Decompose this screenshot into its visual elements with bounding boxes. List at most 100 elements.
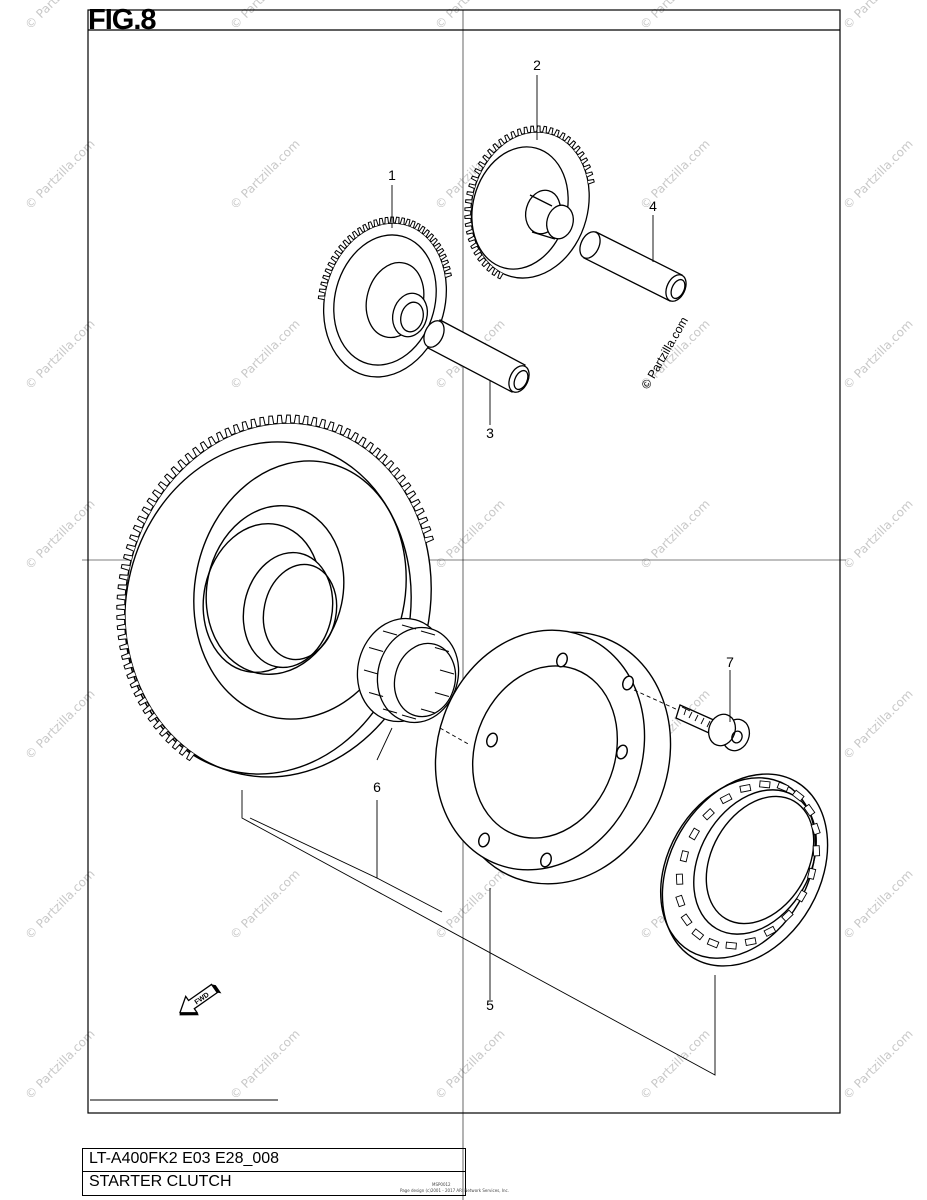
needle-roller <box>434 647 450 652</box>
callout-5: 5 <box>486 997 494 1013</box>
needle-roller <box>420 708 436 714</box>
gear-tooth <box>178 745 188 756</box>
gear-tooth <box>152 720 163 730</box>
clutch-roller <box>691 928 705 941</box>
gear-tooth <box>327 261 335 269</box>
watermark-text: © Partzilla.com <box>227 0 302 32</box>
clutch-roller <box>776 781 790 793</box>
callout-2: 2 <box>533 57 541 73</box>
gear-tooth <box>418 225 426 234</box>
gear-tooth <box>424 535 435 544</box>
clutch-roller <box>795 889 808 903</box>
gear-tooth <box>409 220 416 228</box>
gear-tooth <box>171 740 182 750</box>
gear-tooth <box>580 157 589 165</box>
needle-roller <box>401 624 417 630</box>
needle-roller <box>434 692 450 697</box>
gear-tooth <box>436 247 445 255</box>
assembly-name: STARTER CLUTCH <box>89 1173 232 1190</box>
gear-tooth <box>207 435 217 446</box>
large-gear <box>116 414 435 778</box>
gear-tooth <box>126 671 137 680</box>
gear-tooth <box>384 459 395 470</box>
assembly-leaders <box>241 727 716 1076</box>
clutch-roller <box>739 783 752 793</box>
needle-roller <box>401 714 417 720</box>
watermark-text: © Partzilla.com <box>637 1027 712 1102</box>
gear-tooth <box>346 234 355 243</box>
bolt-leader <box>633 689 679 711</box>
watermark-text: © Partzilla.com <box>227 867 302 942</box>
watermark-text: © Partzilla.com <box>22 1027 97 1102</box>
gear-tooth <box>410 498 421 508</box>
watermark-text: © Partzilla.com <box>840 497 915 572</box>
watermark-text: © Partzilla.com <box>22 317 97 392</box>
clutch-roller <box>763 925 777 937</box>
gear-tooth <box>443 265 451 272</box>
gear-tooth <box>310 416 318 427</box>
gear-tooth <box>433 242 442 250</box>
gear-tooth <box>199 441 209 451</box>
clutch-roller <box>803 803 816 817</box>
gear-tooth <box>116 594 126 601</box>
shaft-part-3 <box>423 319 530 393</box>
gear-tooth <box>542 125 548 133</box>
gear-tooth <box>390 466 401 477</box>
watermark-text: © Partzilla.com <box>227 137 302 212</box>
gear-tooth <box>177 459 187 469</box>
callout-3: 3 <box>486 425 494 441</box>
watermark-text: © Partzilla.com <box>432 497 507 572</box>
gear-tooth <box>414 507 425 517</box>
gear-tooth <box>465 228 474 235</box>
watermark-text: © Partzilla.com <box>840 317 915 392</box>
shaft-part-4 <box>579 231 687 302</box>
gear-tooth <box>118 574 128 581</box>
bolt-part-7 <box>675 704 751 752</box>
one-way-clutch <box>659 773 829 967</box>
clutch-roller <box>719 793 733 805</box>
clutch-roller <box>679 850 690 863</box>
gear-tooth <box>577 150 585 159</box>
gear-tooth <box>464 214 472 220</box>
needle-roller <box>382 630 398 636</box>
gear-tooth <box>466 191 474 197</box>
gear-tooth <box>564 135 572 144</box>
bolt-hole <box>556 652 568 668</box>
gear-tooth <box>486 148 495 156</box>
gear-tooth <box>123 661 134 670</box>
watermark-text: © Partzilla.com <box>840 867 915 942</box>
gear-tooth <box>116 604 125 611</box>
gear-tooth <box>477 254 485 262</box>
gear-tooth <box>470 242 478 250</box>
gear-tooth <box>185 751 195 762</box>
gear-tooth <box>362 223 369 232</box>
gear-tooth <box>334 424 343 434</box>
gear-tooth <box>326 421 335 431</box>
callout-leaders <box>391 75 731 722</box>
footer-credit: Page design (c)2001 - 2017 ARI Network S… <box>400 1188 509 1193</box>
gear-tooth <box>342 239 350 247</box>
needle-roller <box>420 630 436 636</box>
bolt-hole <box>616 744 628 760</box>
gear-tooth <box>406 490 417 500</box>
gear-tooth <box>224 427 233 438</box>
gear-tooth <box>371 447 382 458</box>
gear-tooth <box>259 416 266 426</box>
gear-tooth <box>215 431 225 442</box>
model-code: LT-A400FK2 E03 E28_008 <box>89 1150 280 1167</box>
gear-tooth <box>136 515 147 525</box>
gear-tooth <box>379 217 384 225</box>
gear-tooth <box>125 544 136 552</box>
gear-tooth <box>128 534 139 543</box>
gear-tooth <box>516 128 523 136</box>
gear-tooth <box>587 178 595 185</box>
watermark-text: © Partzilla.com <box>840 687 915 762</box>
gear-tooth <box>585 171 594 178</box>
gear-tooth <box>116 623 126 630</box>
gear-tooth <box>129 679 140 689</box>
gear-tooth <box>132 524 143 534</box>
clutch-roller <box>791 789 805 802</box>
needle-roller <box>363 669 379 675</box>
callout-6: 6 <box>373 779 381 795</box>
